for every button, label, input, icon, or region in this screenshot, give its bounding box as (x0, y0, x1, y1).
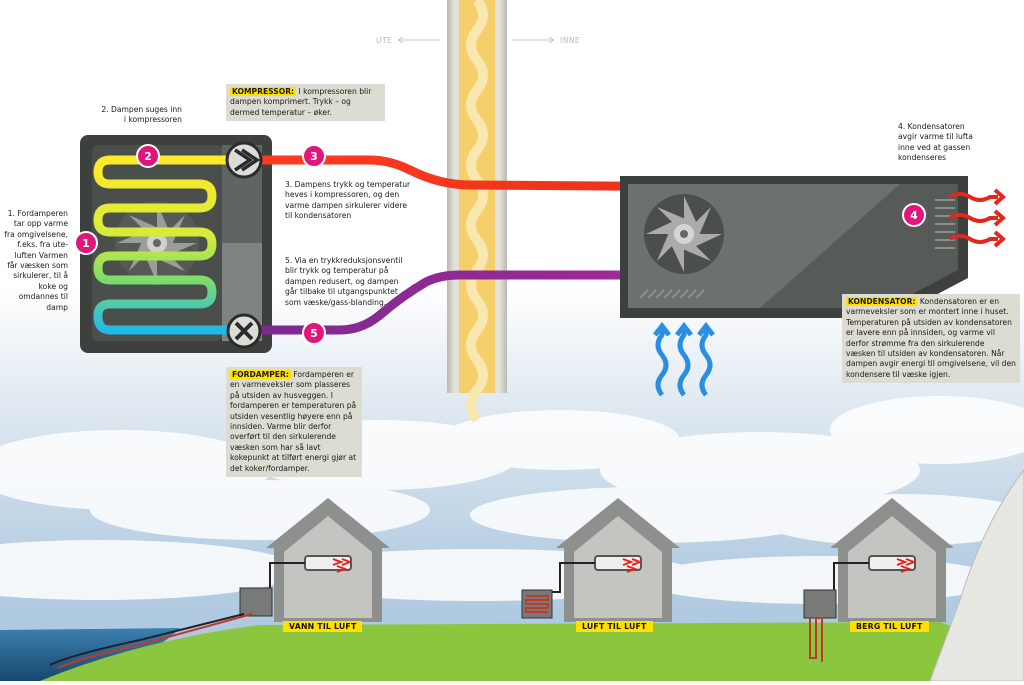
side-arrows (397, 36, 555, 44)
kompressor-title: KOMPRESSOR: (230, 87, 297, 96)
ute-label: UTE (376, 36, 393, 45)
svg-text:3: 3 (310, 150, 318, 163)
marker-5: 5 (302, 321, 326, 345)
svg-text:5: 5 (310, 327, 318, 340)
evaporator-coil (93, 155, 241, 335)
air-in-arrows (653, 321, 715, 397)
marker-2: 2 (136, 144, 160, 168)
house-label-berg: BERG TIL LUFT (850, 621, 929, 632)
kondensator-title: KONDENSATOR: (846, 297, 918, 306)
compressor-chevron-right-icon (225, 141, 263, 179)
house-luft (521, 498, 680, 622)
step-5-text: 5. Via en trykkreduksjonsventil blir try… (285, 256, 403, 307)
house-berg (803, 498, 954, 662)
house-label-vann: VANN TIL LUFT (283, 621, 363, 632)
svg-text:4: 4 (910, 209, 918, 222)
valve-x-icon (226, 313, 262, 349)
step-4-text: 4. Kondensatoren avgir varme til lufta i… (898, 122, 973, 163)
marker-3: 3 (302, 144, 326, 168)
condenser-unit (620, 176, 968, 318)
evaporator-fan-icon (115, 201, 199, 285)
ground (40, 622, 1024, 681)
kompressor-text: I kompressoren blir dampen komprimert. T… (230, 87, 372, 117)
heat-out-arrows (948, 188, 1007, 248)
inne-label: INNE (560, 36, 581, 45)
step-3-text: 3. Dampens trykk og temperatur heves i k… (285, 180, 411, 221)
step-2-text: 2. Dampen suges inn i kompressoren (101, 105, 182, 125)
insulation-wave (466, 0, 488, 424)
fordamper-title: FORDAMPER: (230, 370, 291, 379)
step-markers: 1 2 3 4 5 (74, 144, 926, 345)
kompressor-note: KOMPRESSOR: I kompressoren blir dampen k… (226, 84, 385, 122)
house-vann (49, 498, 390, 669)
svg-text:1: 1 (82, 237, 90, 250)
house-label-luft: LUFT TIL LUFT (576, 621, 653, 632)
svg-text:2: 2 (144, 150, 152, 163)
step-1-text: 1. Fordamperen tar opp varme fra omgivel… (4, 209, 68, 312)
condenser-vents (639, 289, 705, 299)
condenser-fan-icon (644, 194, 724, 274)
marker-4: 4 (902, 203, 926, 227)
kondensator-text: Kondensatoren er en varmeveksler som er … (846, 297, 1016, 379)
marker-1: 1 (74, 231, 98, 255)
kondensator-note: KONDENSATOR: Kondensatoren er en varmeve… (842, 294, 1020, 384)
condenser-grill (935, 199, 955, 249)
fordamper-note: FORDAMPER: Fordamperen er en varmeveksle… (226, 367, 362, 478)
fordamper-text: Fordamperen er en varmeveksler som plass… (230, 370, 357, 473)
